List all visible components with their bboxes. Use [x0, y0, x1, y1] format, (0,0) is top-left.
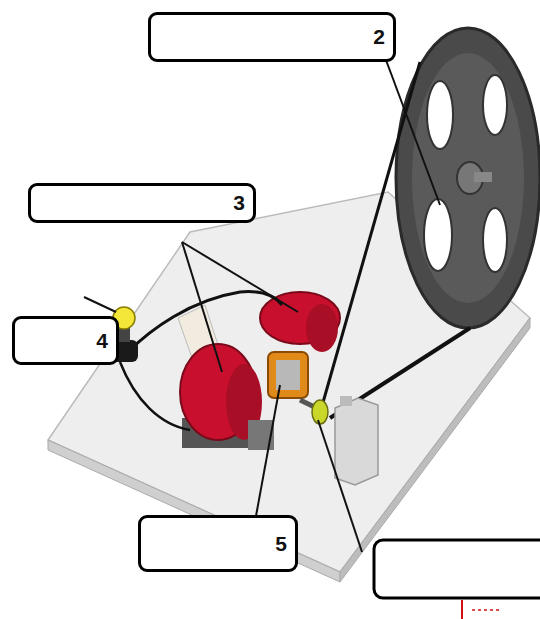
callout-number: 2 [373, 25, 385, 49]
wire [128, 292, 282, 352]
callout-box: 4 [12, 316, 119, 365]
empty-label-box [374, 540, 540, 598]
mark [472, 609, 500, 611]
base-plate-edge [48, 440, 340, 582]
callout-number: 4 [96, 329, 108, 353]
bearing-cap [340, 396, 352, 406]
wheel-hole [424, 199, 452, 271]
leader-line [256, 385, 280, 516]
callout-box: 5 [138, 515, 298, 572]
leader-line [182, 242, 298, 312]
wheel-hole [483, 208, 507, 272]
pulley [312, 400, 328, 424]
flywheel-rim [412, 53, 524, 303]
callout-number: 5 [275, 532, 287, 556]
wheel-hole [483, 75, 507, 135]
callout-number: 3 [233, 191, 245, 215]
wire [120, 362, 190, 430]
drive-belt [318, 62, 420, 420]
axle [474, 172, 492, 182]
mark [461, 600, 463, 619]
armature-coil [268, 352, 308, 398]
bearing-block [335, 398, 378, 485]
leader-line [318, 420, 362, 552]
magnet-face [306, 304, 338, 352]
callout-box: 3 [28, 183, 256, 223]
leader-line [386, 60, 440, 205]
leader-line [84, 297, 116, 312]
wheel-hole [427, 81, 453, 149]
callout-box: 2 [148, 12, 396, 62]
lamp-base [118, 328, 130, 342]
drive-belt [330, 328, 470, 418]
